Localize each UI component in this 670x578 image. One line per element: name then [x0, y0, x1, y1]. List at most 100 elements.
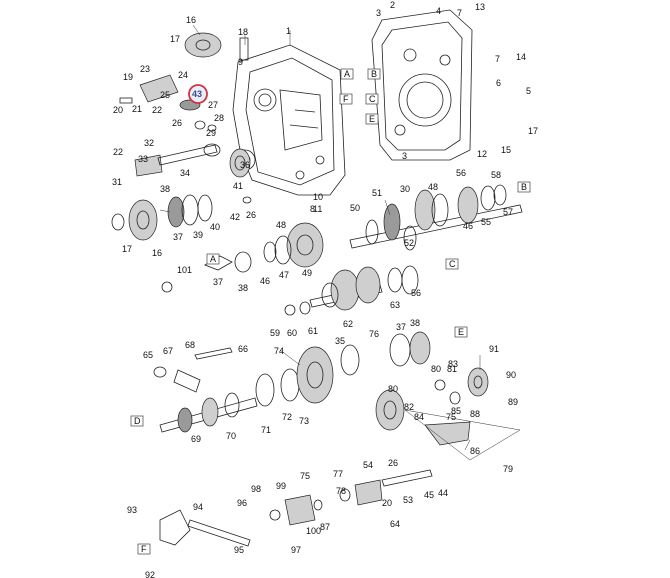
- callout-96: 96: [237, 498, 247, 508]
- callout-22b: 22: [113, 147, 123, 157]
- ref-c2-label: C: [449, 259, 456, 269]
- callout-37c: 37: [396, 322, 406, 332]
- callout-90: 90: [506, 370, 516, 380]
- callout-26b: 26: [246, 210, 256, 220]
- callout-64: 64: [390, 519, 400, 529]
- callout-29: 29: [206, 128, 216, 138]
- gear-row-2: [204, 222, 324, 273]
- callout-77: 77: [333, 469, 343, 479]
- callout-43: 43: [192, 89, 202, 99]
- callout-8: 8: [310, 204, 315, 214]
- callout-12: 12: [477, 149, 487, 159]
- callout-59: 59: [270, 328, 280, 338]
- highlighted-part-43[interactable]: 43: [188, 84, 208, 104]
- callout-38c: 38: [410, 318, 420, 328]
- shift-fork-group: [159, 469, 433, 547]
- callout-52: 52: [404, 238, 414, 248]
- ref-f2-label: F: [141, 544, 147, 554]
- callout-35: 35: [335, 336, 345, 346]
- ref-box-a2: [206, 253, 220, 265]
- ref-d1-label: D: [134, 416, 141, 426]
- callout-55: 55: [481, 217, 491, 227]
- ref-f1-label: F: [343, 94, 349, 104]
- callout-16: 16: [186, 15, 196, 25]
- callout-20b: 20: [382, 498, 392, 508]
- callout-58: 58: [491, 170, 501, 180]
- ref-box-f1: [339, 93, 353, 105]
- callout-72: 72: [282, 412, 292, 422]
- callout-65: 65: [143, 350, 153, 360]
- callout-5: 5: [526, 86, 531, 96]
- callout-39: 39: [193, 230, 203, 240]
- callout-56: 56: [456, 168, 466, 178]
- callout-101: 101: [177, 265, 192, 275]
- ref-box-c2: [445, 258, 459, 270]
- callout-33: 33: [138, 154, 148, 164]
- callout-75: 75: [300, 471, 310, 481]
- callout-73: 73: [299, 416, 309, 426]
- callout-89: 89: [508, 397, 518, 407]
- callout-50: 50: [350, 203, 360, 213]
- gear-row-3: [161, 265, 419, 316]
- callout-25: 25: [160, 90, 170, 100]
- callout-32: 32: [144, 138, 154, 148]
- callout-67: 67: [163, 346, 173, 356]
- callout-18: 18: [238, 27, 248, 37]
- ref-b1-label: B: [371, 69, 377, 79]
- part-number-callouts: 1 2 3 3 4 5 6 7 7 8 9 10 11 12 13 14 15 …: [112, 0, 538, 578]
- callout-7: 7: [457, 8, 462, 18]
- callout-2: 2: [390, 0, 395, 10]
- callout-47: 47: [279, 270, 289, 280]
- callout-11: 11: [313, 204, 322, 214]
- callout-17b: 17: [122, 244, 132, 254]
- callout-63: 63: [390, 300, 400, 310]
- callout-84: 84: [414, 412, 424, 422]
- callout-13: 13: [475, 2, 485, 12]
- callout-36: 36: [240, 160, 250, 170]
- callout-3: 3: [376, 8, 381, 18]
- callout-41: 41: [233, 181, 243, 191]
- callout-37: 37: [173, 232, 183, 242]
- callout-94: 94: [193, 502, 203, 512]
- callout-38: 38: [160, 184, 170, 194]
- callout-83: 83: [448, 359, 458, 369]
- callout-37b: 37: [213, 277, 223, 287]
- callout-9: 9: [238, 57, 243, 67]
- callout-27: 27: [208, 100, 218, 110]
- ref-box-f2: [137, 543, 151, 555]
- callout-93: 93: [127, 505, 137, 515]
- callout-88: 88: [470, 409, 480, 419]
- callout-48b: 48: [276, 220, 286, 230]
- callout-75b: 75: [446, 412, 456, 422]
- transmission-housing-rear: [371, 9, 473, 161]
- callout-42: 42: [230, 212, 240, 222]
- callout-48: 48: [428, 182, 438, 192]
- ref-box-a1: [340, 68, 354, 80]
- section-reference-markers: A A B B C C D E E F F: [130, 68, 531, 555]
- highlight-ring: [188, 84, 208, 104]
- callout-97: 97: [291, 545, 301, 555]
- callout-22: 22: [152, 105, 162, 115]
- pto-gear-group: [375, 367, 521, 461]
- callout-56b: 56: [411, 288, 421, 298]
- callout-7b: 7: [495, 54, 500, 64]
- callout-17: 17: [170, 34, 180, 44]
- callout-51: 51: [372, 188, 382, 198]
- callout-80b: 80: [388, 384, 398, 394]
- callout-46: 46: [463, 221, 473, 231]
- callout-34: 34: [180, 168, 190, 178]
- callout-16b: 16: [152, 248, 162, 258]
- callout-91: 91: [489, 344, 499, 354]
- ref-box-d1: [130, 415, 144, 427]
- input-clutch-group: [111, 194, 252, 241]
- callout-3b: 3: [402, 151, 407, 161]
- callout-17c: 17: [528, 126, 538, 136]
- callout-95: 95: [234, 545, 244, 555]
- ref-c1-label: C: [369, 94, 376, 104]
- callout-82: 82: [404, 402, 414, 412]
- callout-62: 62: [343, 319, 353, 329]
- callout-19: 19: [123, 72, 133, 82]
- ref-box-b1: [367, 68, 381, 80]
- callout-53: 53: [403, 495, 413, 505]
- ref-box-e2: [454, 326, 468, 338]
